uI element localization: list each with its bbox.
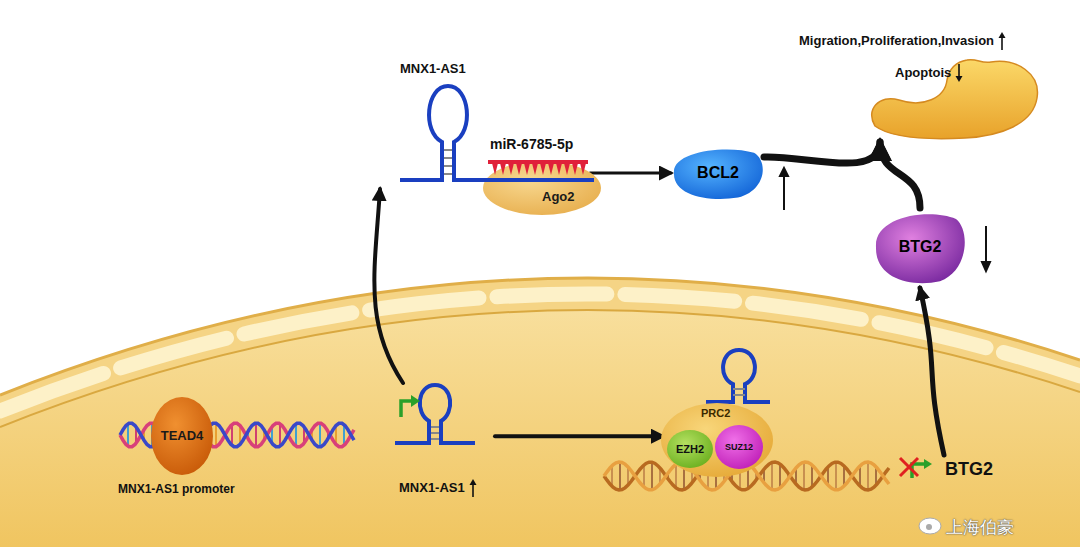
arrow-shaft (959, 64, 961, 77)
node-shape (482, 160, 602, 216)
node-text: PRC2 (701, 407, 730, 420)
node-text: Ago2 (542, 190, 575, 205)
mirna-base (524, 163, 530, 175)
promoter-label: MNX1-AS1 promoter (118, 482, 235, 496)
mirna-base (580, 163, 586, 175)
shape-fill (661, 403, 773, 477)
membrane-band (0, 278, 1080, 427)
node-text: MNX1-AS1 (400, 62, 466, 77)
pathway-arrow (880, 142, 920, 208)
base-pair (127, 424, 129, 446)
mirna-base (572, 163, 578, 175)
pathway-arrow (495, 434, 663, 438)
arrow-shaft (1001, 37, 1003, 50)
mirna-base (508, 163, 514, 175)
base-pair (675, 464, 677, 488)
text-holder: EZH2 (666, 429, 714, 469)
arrow-head (469, 479, 476, 485)
base-pair (319, 423, 321, 447)
protein-circle: SUZ12 (714, 424, 764, 470)
mirna-base (500, 163, 506, 175)
node-text: EZH2 (676, 443, 704, 456)
rna-strand (400, 86, 484, 180)
node-text: Migration,Proliferation,Invasion (799, 34, 994, 49)
promoter-arrow-head (411, 395, 420, 407)
base-pair (779, 464, 781, 488)
protein-blob: BTG2 (870, 208, 970, 286)
text-holder: BCL2 (668, 145, 768, 201)
node-text: TEAD4 (161, 429, 204, 444)
rna-strand (395, 385, 475, 443)
repressed-promoter (900, 458, 932, 478)
ago-protein: Ago2 (482, 160, 602, 216)
trend-arrow (997, 32, 1007, 50)
mirna-base (532, 163, 538, 175)
complex-ellipse: PRC2EZH2 SUZ12 (660, 402, 774, 478)
text-holder: Migration,Proliferation,Invasion (799, 32, 1007, 50)
pathway-arrow (920, 288, 944, 455)
base-pair (803, 462, 805, 490)
base-pair (867, 462, 869, 490)
text-holder: SUZ12 (714, 424, 764, 470)
mirna-base (556, 163, 562, 175)
base-pair (215, 423, 217, 446)
node-text: BCL2 (697, 164, 739, 182)
mirna-base (516, 163, 522, 175)
trend-arrow (954, 64, 964, 82)
text-holder: TEAD4 (150, 396, 214, 476)
membrane-outer (0, 278, 1080, 395)
arrow-head (956, 76, 963, 82)
mirna-base (564, 163, 570, 175)
watermark: 上海伯豪 (946, 516, 1014, 539)
base-pair (771, 462, 773, 489)
base-pair (643, 465, 645, 487)
text-holder: Ago2 (542, 190, 575, 205)
watermark-icon (919, 518, 941, 534)
base-pair (811, 465, 813, 487)
small-rna-hairpin (706, 350, 770, 402)
arrow-head (999, 32, 1006, 38)
text-holder: BTG2 (870, 208, 970, 286)
node-text: BTG2 (899, 238, 942, 256)
base-pair (255, 423, 257, 447)
text-holder: MNX1-AS1 (400, 62, 466, 77)
shape-fill (151, 397, 213, 475)
text-holder: MNX1-AS1 (399, 479, 478, 497)
tf-ellipse: TEAD4 (150, 396, 214, 476)
shape-fill (715, 425, 763, 469)
shape-fill (667, 430, 713, 468)
base-pair (619, 462, 621, 490)
text-holder: Apoptois (895, 64, 964, 82)
mirna-base (540, 163, 546, 175)
node-text: BTG2 (945, 459, 993, 480)
text-holder: PRC2 (701, 407, 730, 420)
node-text: MNX1-AS1 (399, 481, 465, 496)
mirna-base (548, 163, 554, 175)
base-pair (295, 424, 297, 446)
cytoplasm (0, 278, 1080, 547)
pathway-arrow (374, 189, 403, 383)
arrow-shaft (472, 484, 474, 497)
shape-fill (674, 149, 763, 198)
base-pair (279, 424, 281, 446)
protein-blob: BCL2 (668, 145, 768, 201)
shape-fill (483, 161, 601, 215)
base-pair (651, 462, 653, 490)
lncrna-hairpin: MNX1-AS1 (395, 383, 495, 499)
node-text: SUZ12 (725, 442, 753, 452)
base-pair (835, 462, 837, 490)
mirna-label: miR-6785-5p (490, 136, 573, 152)
mirna-base (492, 163, 498, 175)
text-holder: BTG2 (936, 455, 1002, 483)
trend-arrow (468, 479, 478, 497)
shape-fill (876, 214, 965, 283)
pathway-arrow (590, 172, 671, 175)
gene-label: BTG2 (936, 455, 1002, 483)
stomach-outcome: Migration,Proliferation,InvasionApoptois (795, 28, 1067, 140)
protein-circle: EZH2 (666, 429, 714, 469)
node-text: Apoptois (895, 66, 951, 81)
pathway-arrow (764, 142, 880, 163)
stomach-shape (872, 60, 1038, 139)
rna-line (480, 178, 594, 182)
